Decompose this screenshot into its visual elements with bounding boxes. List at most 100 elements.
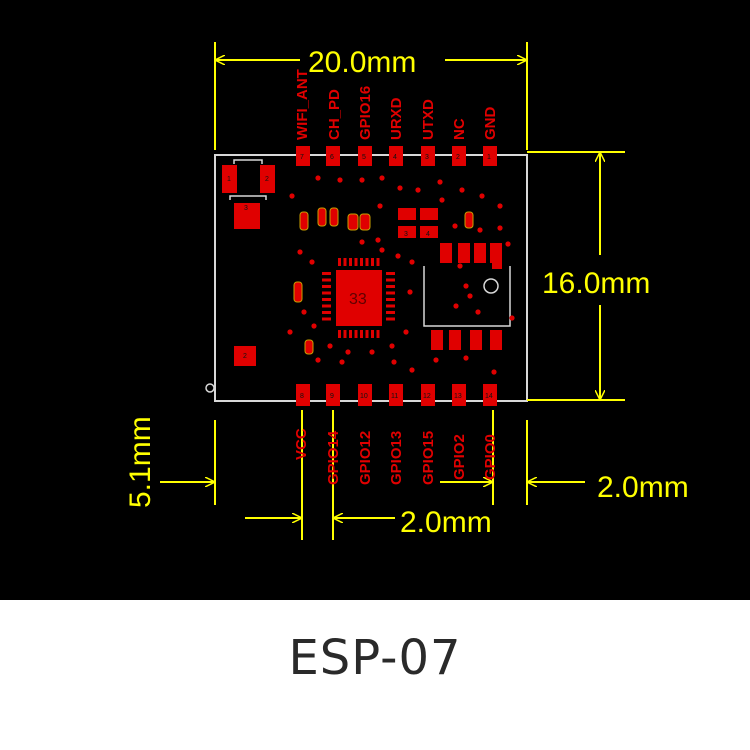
chip-pin-pad (349, 258, 352, 266)
via (409, 367, 415, 373)
pad-label: 2 (243, 353, 247, 360)
chip-pin-pad (386, 285, 395, 288)
bottom-left-component: 2 (234, 346, 256, 366)
via (339, 359, 345, 365)
via (437, 179, 443, 185)
via (297, 249, 303, 255)
chip-pin-pad (322, 285, 331, 288)
chip-pin-pad (365, 330, 369, 338)
chip-pin-pad (349, 330, 352, 338)
via (497, 225, 503, 231)
pin-number: 14 (485, 393, 493, 400)
chip-pin-pad (386, 311, 395, 314)
pin-number: 2 (456, 154, 460, 161)
pin-name: VCC (293, 428, 310, 460)
pad-label: 2 (265, 176, 269, 183)
via (345, 349, 351, 355)
top-pin: GPIO16 5 (357, 86, 374, 166)
via (477, 227, 483, 233)
chip-pin-pad (343, 258, 347, 266)
via (479, 193, 485, 199)
via (389, 343, 395, 349)
pitch-label: 2.0mm (400, 506, 492, 539)
pin-pad (452, 146, 466, 166)
pad-label: 4 (426, 231, 430, 238)
pin-name: NC (451, 118, 468, 140)
bottom-pin: 13 GPIO2 (451, 384, 468, 480)
bottom-pin: 10 GPIO12 (357, 384, 374, 485)
pin-number: 7 (300, 154, 304, 161)
pad-label: 3 (244, 205, 248, 212)
pin-number: 4 (393, 154, 397, 161)
via (415, 187, 421, 193)
top-pin: NC 2 (451, 118, 468, 166)
via (379, 175, 385, 181)
via (439, 197, 445, 203)
pin-number: 8 (300, 393, 304, 400)
pin-pad (358, 146, 372, 166)
via (409, 259, 415, 265)
top-pin: UTXD 3 (420, 99, 437, 166)
chip-pin-pad (322, 317, 331, 321)
small-capacitors (293, 207, 474, 355)
chip-pin-pad (386, 291, 395, 295)
via (359, 239, 365, 245)
top-pin-row: WIFI_ANT 7 CH_PD 6 GPIO16 5 URXD 4 UTXD … (294, 69, 499, 166)
pin-pad (483, 384, 497, 406)
pin-number: 12 (423, 393, 431, 400)
chip-pin-pads (322, 258, 395, 338)
pad-label: 1 (227, 176, 231, 183)
pin-pad (389, 146, 403, 166)
pin-name: GPIO15 (420, 431, 437, 485)
via (403, 329, 409, 335)
chip-pin-pad (386, 304, 395, 308)
left-edge-dimension (160, 420, 216, 505)
flash-pads: 1 3 4 (398, 208, 438, 238)
right-edge-dimension (440, 410, 585, 505)
pin-number: 9 (330, 393, 334, 400)
bottom-pin: 14 GPIO0 (482, 384, 499, 480)
via (301, 309, 307, 315)
bottom-pin: 11 GPIO13 (388, 384, 405, 485)
left-edge-label: 5.1mm (124, 416, 157, 508)
via (475, 309, 481, 315)
esp8266-chip: 33 (322, 258, 395, 338)
via (463, 283, 469, 289)
origin-mark (205, 383, 215, 393)
pin-pad (296, 384, 310, 406)
via (391, 359, 397, 365)
pin-pad (452, 384, 466, 406)
chip-body (336, 270, 382, 326)
pin-number: 10 (360, 393, 368, 400)
via-holes (287, 175, 515, 375)
pin-pad (483, 146, 497, 166)
via (369, 349, 375, 355)
pin-name: GPIO2 (451, 434, 468, 480)
via (315, 357, 321, 363)
pin-number: 5 (362, 154, 366, 161)
chip-pin-pad (386, 298, 395, 301)
top-pin: GND 1 (482, 107, 499, 166)
bottom-pin: 12 GPIO15 (420, 384, 437, 485)
chip-pin-pad (322, 311, 331, 314)
pin-pad (421, 384, 435, 406)
pin-name: GPIO14 (325, 430, 342, 485)
via (379, 247, 385, 253)
pcb-svg: 20.0mm 16.0mm 5.1mm 2.0mm 2.0mm WIFI_ANT… (124, 42, 689, 540)
crystal-outline (423, 243, 511, 350)
chip-pin-pad (386, 272, 395, 275)
via (337, 177, 343, 183)
via (452, 223, 458, 229)
via (397, 185, 403, 191)
pin-pad (296, 146, 310, 166)
via (377, 203, 383, 209)
via (309, 259, 315, 265)
pin-name: GND (482, 107, 499, 141)
top-pin: URXD 4 (388, 97, 405, 166)
via (459, 187, 465, 193)
pin-name: GPIO0 (482, 434, 499, 480)
pin-pad (421, 146, 435, 166)
chip-pin-pad (386, 317, 395, 321)
chip-pin-pad (338, 258, 341, 266)
chip-pin-pad (354, 330, 358, 338)
